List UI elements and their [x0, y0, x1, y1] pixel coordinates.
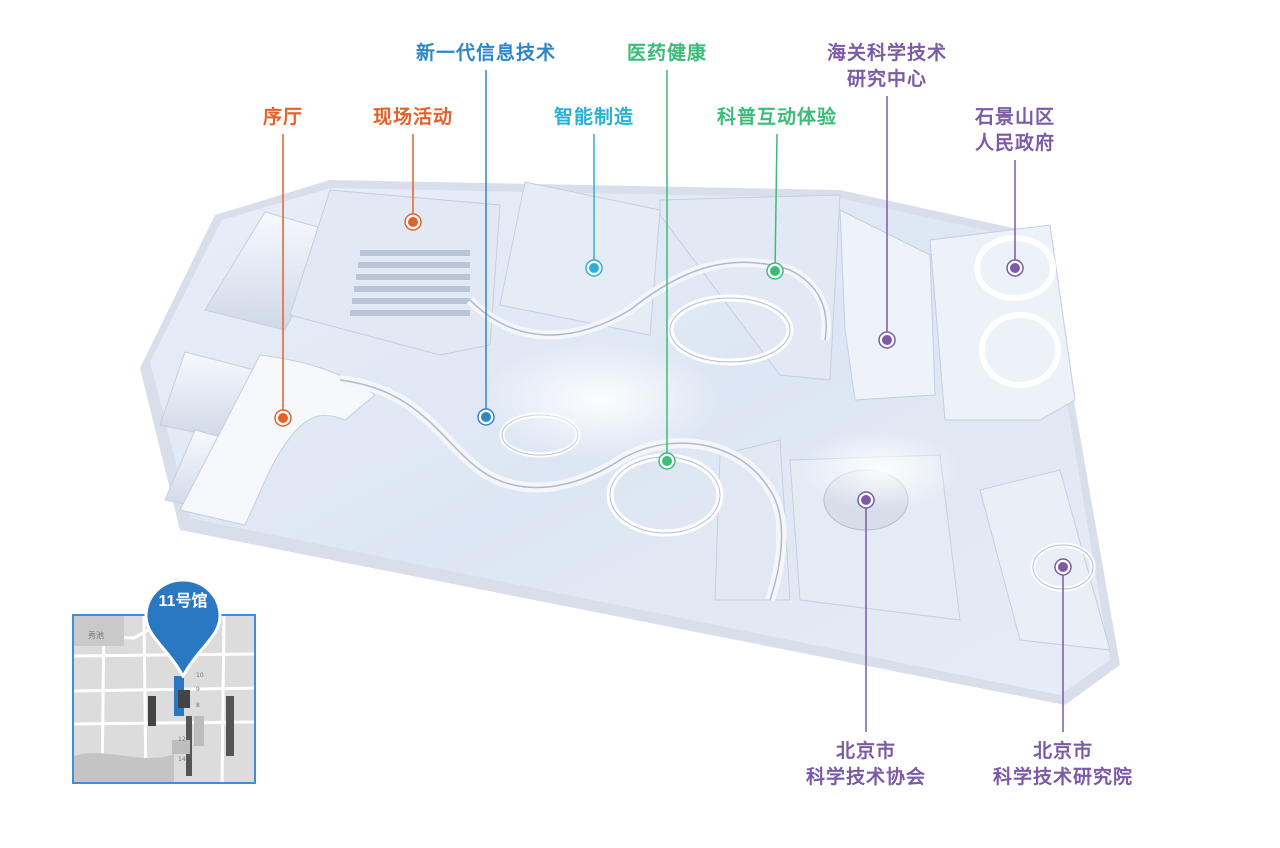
- customs-science-center-label-line: 海关科学技术: [826, 42, 948, 64]
- science-interactive-marker-core: [770, 266, 780, 276]
- lobby-label[interactable]: 序厅: [263, 104, 303, 130]
- minimap-number: 8: [196, 702, 200, 709]
- science-interactive-room: [659, 194, 841, 381]
- hall-number-label: 11号馆: [158, 593, 208, 610]
- minimap-number: 10: [196, 672, 204, 679]
- academy-room: [979, 469, 1111, 651]
- smart-manufacturing-label-line: 智能制造: [553, 106, 635, 128]
- minimap-place: 秀池: [88, 631, 104, 640]
- government-ring-2: [979, 312, 1061, 388]
- customs-science-center-label-line: 研究中心: [846, 68, 928, 90]
- lobby-curved-wall: [179, 354, 376, 526]
- minimap-number: 9: [196, 686, 200, 693]
- shijingshan-government-label-line: 石景山区: [974, 106, 1056, 128]
- beijing-science-academy-marker-core: [1058, 562, 1068, 572]
- beijing-science-academy-label-line: 科学技术研究院: [992, 766, 1134, 788]
- medicine-health-marker-core: [662, 456, 672, 466]
- customs-science-center-label[interactable]: 海关科学技术研究中心: [827, 40, 947, 92]
- beijing-science-association-marker-core: [861, 495, 871, 505]
- lobby-marker-core: [278, 413, 288, 423]
- smart-manufacturing-marker-core: [589, 263, 599, 273]
- minimap-number: 12: [178, 736, 186, 743]
- map-pin-icon: [144, 578, 222, 678]
- beijing-science-association-label[interactable]: 北京市科学技术协会: [806, 738, 926, 790]
- shijingshan-government-marker-core: [1010, 263, 1020, 273]
- beijing-science-academy-label[interactable]: 北京市科学技术研究院: [993, 738, 1133, 790]
- medicine-health-label-line: 医药健康: [626, 42, 708, 64]
- beijing-science-association-label-line: 科学技术协会: [805, 766, 927, 788]
- next-gen-it-label-line: 新一代信息技术: [415, 42, 557, 64]
- shijingshan-government-label-line: 人民政府: [974, 132, 1056, 154]
- science-interactive-label-line: 科普互动体验: [716, 106, 838, 128]
- lobby-label-line: 序厅: [262, 106, 304, 128]
- hall-location-pin: 11号馆: [144, 578, 222, 678]
- smart-manufacturing-label[interactable]: 智能制造: [554, 104, 634, 130]
- customs-science-center-marker-core: [882, 335, 892, 345]
- beijing-science-academy-label-line: 北京市: [1032, 740, 1094, 762]
- science-interactive-leader-line: [774, 133, 778, 272]
- next-gen-it-label[interactable]: 新一代信息技术: [416, 40, 556, 66]
- live-events-marker-core: [408, 217, 418, 227]
- next-gen-it-marker-core: [481, 412, 491, 422]
- shijingshan-government-label[interactable]: 石景山区人民政府: [975, 104, 1055, 156]
- science-interactive-label[interactable]: 科普互动体验: [717, 104, 837, 130]
- minimap-number: 14: [178, 756, 186, 763]
- government-room: [929, 224, 1076, 421]
- medicine-health-label[interactable]: 医药健康: [627, 40, 707, 66]
- live-events-label-line: 现场活动: [372, 106, 454, 128]
- beijing-science-association-label-line: 北京市: [835, 740, 897, 762]
- medicine-booth: [714, 439, 791, 601]
- auditorium-seats: [350, 250, 470, 316]
- live-events-label[interactable]: 现场活动: [373, 104, 453, 130]
